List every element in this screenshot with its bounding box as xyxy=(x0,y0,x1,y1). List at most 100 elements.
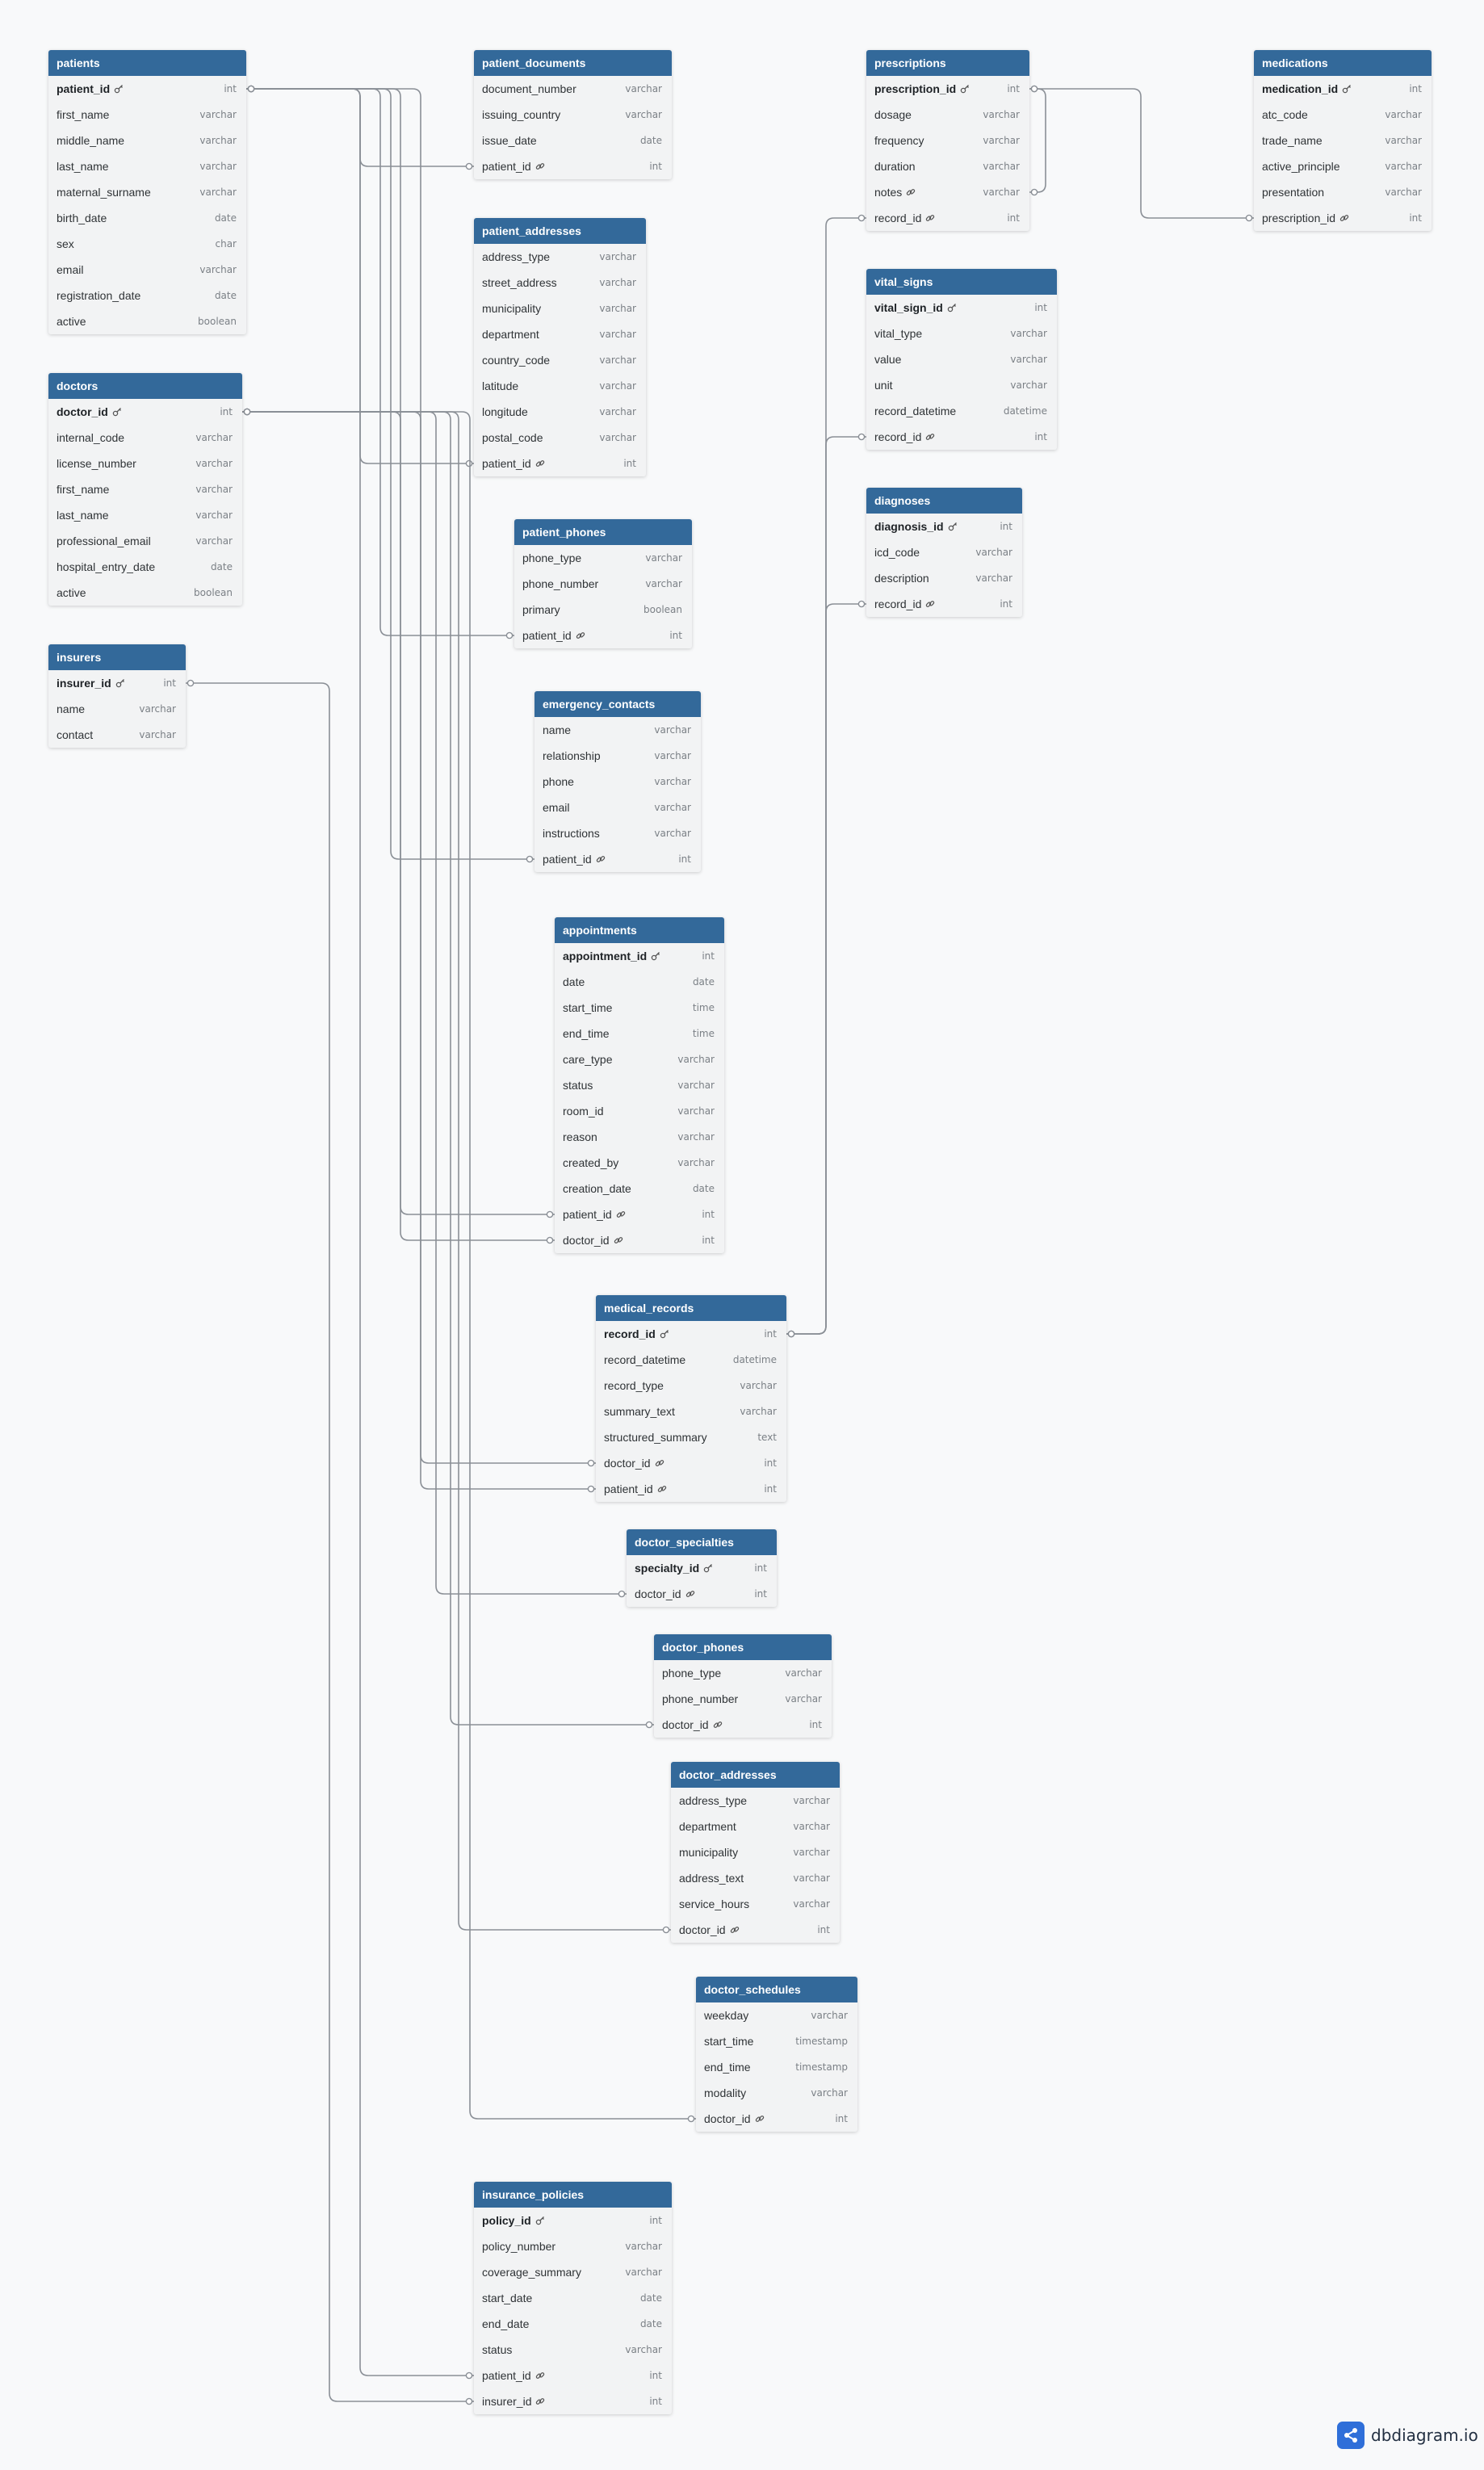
relation-line[interactable] xyxy=(242,411,696,2120)
table-header[interactable]: appointments xyxy=(555,917,724,943)
table-header[interactable]: diagnoses xyxy=(866,488,1022,514)
relation-line[interactable] xyxy=(246,88,474,2376)
table-header[interactable]: doctor_addresses xyxy=(671,1762,840,1788)
table-header[interactable]: doctor_schedules xyxy=(696,1977,857,2002)
table-header[interactable]: medications xyxy=(1254,50,1432,76)
table-header[interactable]: doctor_phones xyxy=(654,1634,832,1660)
relation-line[interactable] xyxy=(786,603,866,1335)
table-header[interactable]: vital_signs xyxy=(866,269,1057,295)
relation-line[interactable] xyxy=(1029,88,1046,193)
table-header[interactable]: emergency_contacts xyxy=(534,691,701,717)
table-header[interactable]: medical_records xyxy=(596,1295,786,1321)
table-header[interactable]: patient_phones xyxy=(514,519,692,545)
relation-line[interactable] xyxy=(1029,88,1254,219)
table-header[interactable]: patients xyxy=(48,50,246,76)
relation-line[interactable] xyxy=(186,682,474,2402)
